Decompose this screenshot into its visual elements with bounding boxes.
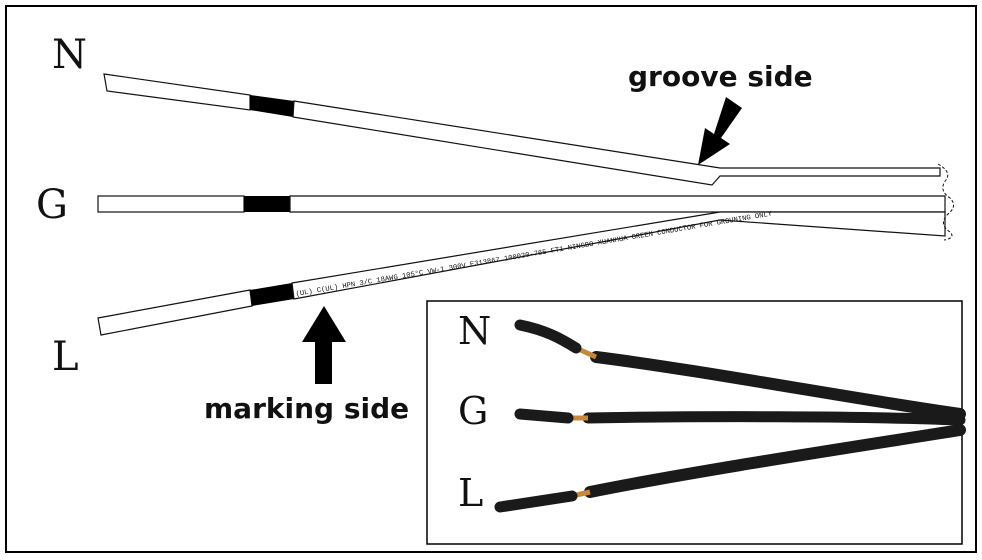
wire-l-black-band (250, 283, 294, 306)
marking-side-label: marking side (204, 392, 409, 425)
groove-side-label: groove side (628, 60, 813, 93)
wire-n-jacket (292, 100, 941, 186)
wire-n-black-band (250, 95, 294, 117)
photo-cable-n-tip (514, 319, 582, 354)
marking-arrow (302, 306, 346, 384)
photo-cable-g-jacket (582, 411, 966, 426)
label-g: G (36, 182, 68, 228)
photo-cable-l-jacket (584, 424, 966, 498)
photo-cable-g-tip (514, 408, 574, 424)
label-l: L (52, 334, 79, 380)
photo-cable-l-tip (494, 490, 578, 513)
wire-g-black-band (244, 196, 290, 212)
wire-g-jacket (289, 195, 946, 213)
label-n: N (52, 32, 87, 78)
inset-label-n: N (458, 309, 491, 353)
groove-arrow (698, 97, 742, 165)
wire-n (103, 73, 941, 186)
photo-cable-n-jacket (590, 351, 966, 420)
inset-label-g: G (458, 389, 488, 433)
inset-photo: N G L (426, 300, 966, 545)
cut-edge (937, 163, 954, 241)
wire-g (97, 195, 946, 213)
wire-l-jacket (291, 211, 946, 300)
wire-g-stripped-tip (97, 195, 245, 213)
inset-label-l: L (458, 471, 483, 515)
